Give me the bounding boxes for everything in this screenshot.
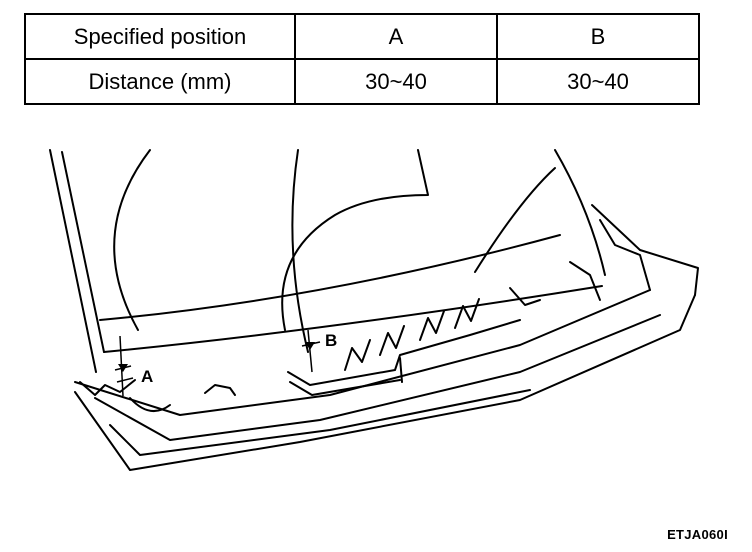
cowl-inner-line (94, 314, 661, 441)
grille-slot-2 (379, 325, 405, 356)
cowl-rib-1 (569, 261, 601, 301)
position-label-a: A (141, 367, 153, 386)
dimension-arrow-a (118, 364, 128, 372)
cowl-left-clip (204, 384, 236, 396)
hood-inner-arc-right (474, 167, 556, 273)
hood-inner-fold (281, 149, 429, 331)
dimension-tick-a-2 (116, 377, 134, 383)
cowl-left-bracket (79, 379, 136, 396)
row-label-distance: Distance (mm) (24, 58, 296, 105)
hood-clearance-drawing: A B (49, 149, 699, 471)
dimension-line-b (307, 329, 313, 373)
hood-panel-front-line (99, 234, 561, 321)
header-cell-a: A (294, 13, 498, 60)
cowl-top-edge (74, 289, 651, 416)
table-row-distance: Distance (mm) 30~40 30~40 (24, 58, 700, 105)
distance-value-a: 30~40 (294, 58, 498, 105)
figure-code: ETJA060I (667, 527, 728, 542)
cowl-lower-line (109, 389, 531, 456)
hood-right-edge (554, 149, 606, 276)
hood-left-edge (49, 149, 97, 373)
hood-front-edge (103, 285, 603, 353)
header-cell-b: B (496, 13, 700, 60)
cowl-right-end (591, 204, 699, 296)
position-label-b: B (325, 331, 337, 350)
table-header-row: Specified position A B (24, 13, 700, 60)
specification-table: Specified position A B Distance (mm) 30~… (24, 13, 700, 105)
center-recess-lower (289, 379, 401, 396)
hood-left-inner-edge (61, 151, 105, 353)
grille-slot-3 (419, 310, 445, 341)
cowl-rib-2 (509, 287, 541, 306)
cowl-left-detail (129, 397, 171, 413)
center-recess (287, 319, 521, 386)
cowl-bottom-edge (74, 294, 696, 471)
dimension-arrow-b (305, 342, 315, 350)
cowl-right-inner (599, 219, 651, 291)
hood-inner-arc-left (113, 149, 151, 331)
cowl-vertical-tick (399, 357, 403, 383)
header-cell-position: Specified position (24, 13, 296, 60)
grille-slot-1 (344, 339, 371, 371)
distance-value-b: 30~40 (496, 58, 700, 105)
hood-inner-line-center (291, 149, 309, 353)
grille-slot-4 (454, 298, 480, 329)
